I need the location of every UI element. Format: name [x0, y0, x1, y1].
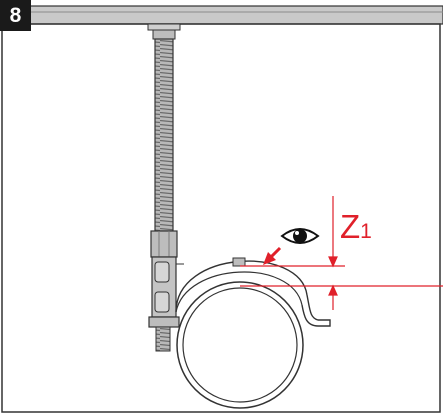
frame-border [1, 23, 441, 413]
pipe-clamp-bracket [148, 256, 184, 352]
dimension-label: Z1 [340, 210, 372, 243]
dimension-label-main: Z [340, 208, 361, 245]
step-number-badge: 8 [0, 0, 31, 31]
ceiling-plate [0, 5, 443, 25]
pipe-clamp [175, 257, 331, 327]
coupling-nut [150, 230, 178, 258]
arrow-icon [263, 246, 282, 265]
eye-icon [280, 228, 320, 244]
threaded-rod [147, 23, 181, 232]
dimension-z1 [240, 196, 443, 310]
pipe [176, 281, 304, 409]
dimension-label-subscript: 1 [360, 220, 372, 243]
